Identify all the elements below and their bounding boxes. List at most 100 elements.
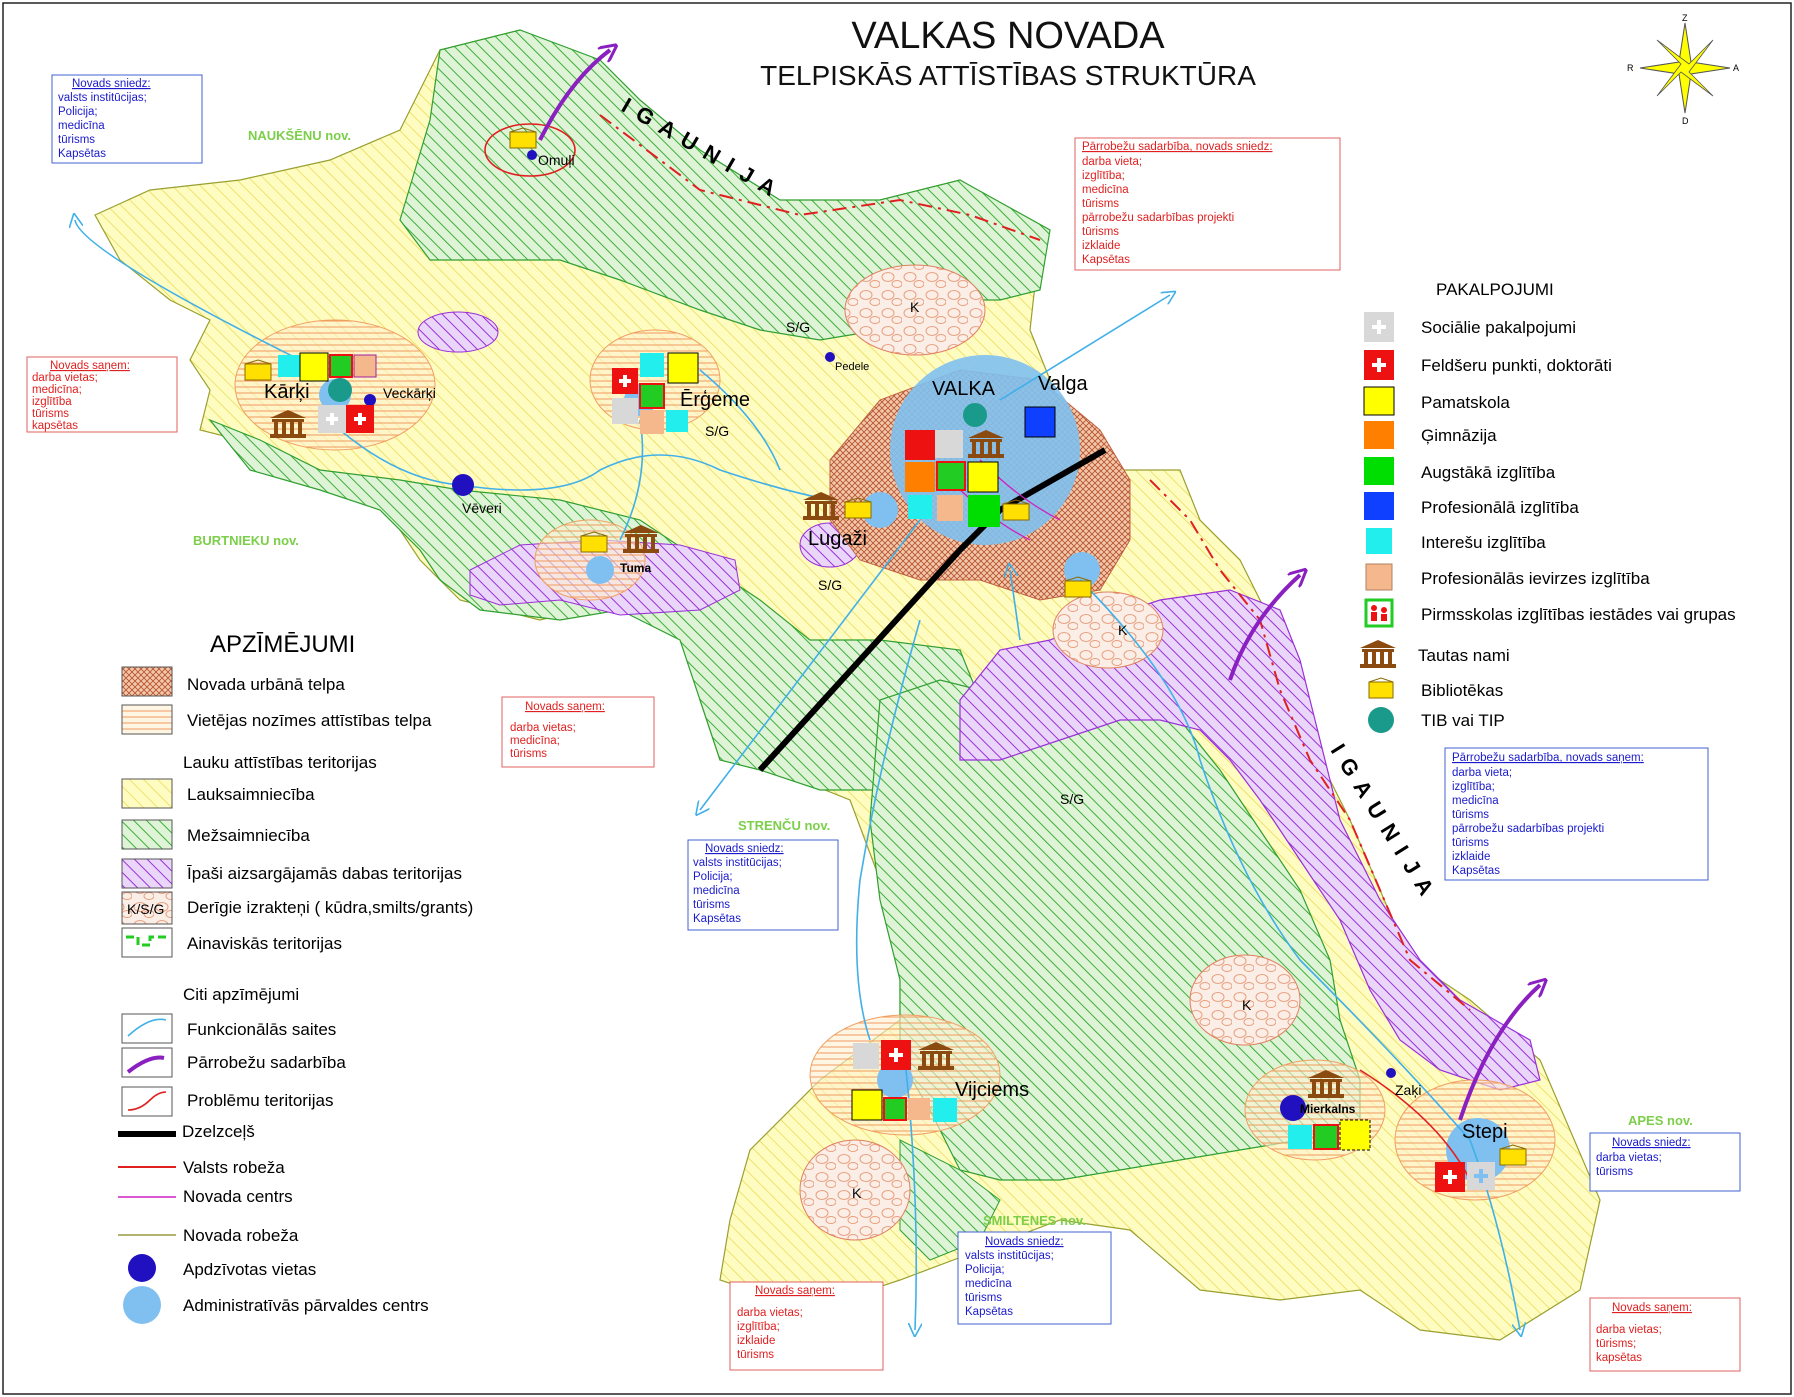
svg-text:Interešu izglītība: Interešu izglītība (1421, 533, 1546, 552)
svg-text:Z: Z (1682, 13, 1688, 23)
svg-text:valsts institūcijas;: valsts institūcijas; (58, 92, 147, 104)
deposit-southeast (1189, 954, 1301, 1046)
svg-text:Derīgie izrakteņi ( kūdra,sm: Derīgie izrakteņi ( kūdra,smilts/grants) (187, 898, 473, 917)
svg-text:Pārrobežu sadarbība, novads sn: Pārrobežu sadarbība, novads sniedz: (1082, 141, 1273, 153)
services-valka (905, 406, 1056, 527)
svg-text:S/G: S/G (786, 319, 810, 335)
svg-text:Bibliotēkas: Bibliotēkas (1421, 681, 1503, 700)
svg-text:izglītība: izglītība (32, 396, 72, 408)
svg-text:K: K (910, 299, 920, 315)
local-development-icon (121, 704, 173, 735)
svg-text:Novads sniedz:: Novads sniedz: (1612, 1137, 1691, 1149)
admin-centre-icon (123, 1286, 161, 1324)
svg-text:Apdzīvotas vietas: Apdzīvotas vietas (183, 1260, 316, 1279)
svg-text:Novads sniedz:: Novads sniedz: (705, 843, 784, 855)
svg-text:Sociālie pakalpojumi: Sociālie pakalpojumi (1421, 318, 1576, 337)
place-stepi: Stepi (1462, 1121, 1508, 1143)
admin-centre-tuma (586, 556, 614, 584)
svg-text:Novada robeža: Novada robeža (183, 1226, 299, 1245)
place-lugazi: Lugaži (808, 528, 867, 550)
svg-text:tūrisms: tūrisms (1452, 837, 1489, 849)
svg-text:tūrisms;: tūrisms; (1596, 1338, 1636, 1350)
svg-text:medicīna: medicīna (1452, 795, 1499, 807)
services-ergeme (612, 352, 699, 434)
svg-text:kapsētas: kapsētas (1596, 1352, 1642, 1364)
svg-text:darba vieta;: darba vieta; (1452, 767, 1512, 779)
svg-text:tūrisms: tūrisms (1082, 226, 1119, 238)
svg-text:tūrisms: tūrisms (1452, 809, 1489, 821)
svg-text:Policija;: Policija; (58, 106, 98, 118)
mineral-deposits-icon (121, 891, 173, 925)
svg-text:darba vietas;: darba vietas; (1596, 1152, 1662, 1164)
svg-text:Policija;: Policija; (693, 871, 733, 883)
svg-text:medicīna: medicīna (1082, 184, 1129, 196)
svg-text:Dzelzceļš: Dzelzceļš (182, 1122, 255, 1141)
deposit-east (1052, 591, 1164, 669)
admin-centre-vijciems (877, 1062, 913, 1098)
svg-text:tūrisms: tūrisms (1082, 198, 1119, 210)
landscape-icon (121, 927, 173, 958)
svg-text:Novada urbānā telpa: Novada urbānā telpa (187, 675, 345, 694)
map-title: VALKAS NOVADA (851, 15, 1165, 57)
protected-nature-icon (121, 858, 173, 889)
svg-text:tūrisms: tūrisms (737, 1349, 774, 1361)
functional-links (75, 220, 1520, 1330)
svg-text:Lauksaimniecība: Lauksaimniecība (187, 785, 315, 804)
svg-text:tūrisms: tūrisms (1596, 1166, 1633, 1178)
svg-text:izglītība;: izglītība; (1082, 170, 1125, 182)
problem-territory-omuli (484, 123, 576, 177)
svg-text:A: A (1733, 63, 1739, 73)
gymnasium-icon (1364, 421, 1394, 449)
svg-text:Kapsētas: Kapsētas (58, 148, 106, 160)
svg-text:izklaide: izklaide (1082, 240, 1120, 252)
svg-text:Lauku attīstības teritorijas: Lauku attīstības teritorijas (183, 753, 377, 772)
culture-house-icon (1360, 640, 1396, 668)
main-legend: APZĪMĒJUMI Novada urbānā telpa Vietējas … (118, 631, 473, 1324)
svg-text:Policija;: Policija; (965, 1264, 1005, 1276)
svg-text:D: D (1682, 116, 1689, 126)
services-mierkalns (1288, 1119, 1371, 1151)
svg-text:Novads saņem:: Novads saņem: (1612, 1302, 1692, 1314)
info-box-nw-gives: Novads sniedz: valsts institūcijas; Poli… (51, 74, 203, 164)
svg-text:medicīna: medicīna (58, 120, 105, 132)
svg-text:medicīna;: medicīna; (510, 735, 560, 747)
services-legend: PAKALPOJUMI Sociālie pakalpojumi Feldšer… (1360, 280, 1736, 733)
protected-area-east (959, 589, 1541, 1091)
svg-text:APZĪMĒJUMI: APZĪMĒJUMI (210, 631, 355, 658)
svg-text:Kapsētas: Kapsētas (693, 913, 741, 925)
protected-area-karki (417, 311, 499, 353)
svg-text:R: R (1627, 63, 1634, 73)
compass-rose-icon: Z D R A (1627, 13, 1739, 126)
place-ergeme: Ērģeme (680, 388, 750, 411)
place-pedele: Pedele (835, 361, 869, 373)
svg-text:Citi apzīmējumi: Citi apzīmējumi (183, 985, 299, 1004)
place-valka: VALKA (932, 378, 996, 400)
settlement-icon (128, 1254, 156, 1282)
svg-text:Profesionālās ievirzes izglītī: Profesionālās ievirzes izglītība (1421, 569, 1650, 588)
svg-text:TIB vai TIP: TIB vai TIP (1421, 711, 1505, 730)
place-veveri: Vēveri (462, 500, 502, 516)
deposit-north (844, 264, 986, 356)
svg-text:darba vietas;: darba vietas; (1596, 1324, 1662, 1336)
svg-text:Novads sniedz:: Novads sniedz: (985, 1236, 1064, 1248)
info-box-se-receives: Novads saņem: darba vietas; tūrisms; kap… (1589, 1297, 1741, 1372)
svg-text:darba vietas;: darba vietas; (737, 1307, 803, 1319)
svg-text:Pārrobežu sadarbība: Pārrobežu sadarbība (187, 1053, 346, 1072)
place-omuli: Omuļi (538, 152, 575, 168)
services-stepi (1435, 1162, 1495, 1192)
svg-text:tūrisms: tūrisms (58, 134, 95, 146)
info-box-ne-cross: Pārrobežu sadarbība, novads sniedz: darb… (1074, 137, 1341, 271)
interest-education-icon (1366, 528, 1392, 554)
state-border (599, 114, 1471, 1011)
neighbour-nauksenu: NAUKŠĒNU nov. (248, 128, 351, 143)
deposit-southwest (799, 1139, 911, 1241)
svg-text:Novads saņem:: Novads saņem: (50, 360, 130, 372)
svg-text:Feldšeru punkti, doktorāti: Feldšeru punkti, doktorāti (1421, 356, 1612, 375)
svg-text:K: K (1242, 997, 1252, 1013)
info-box-smiltenes-gives: Novads sniedz: valsts institūcijas; Poli… (957, 1231, 1112, 1325)
functional-links-icon (121, 1013, 173, 1044)
agriculture-icon (121, 778, 173, 809)
deposit-labels: S/G S/G S/G S/G K K K K (705, 299, 1252, 1201)
admin-centre-lugazi (862, 492, 898, 528)
